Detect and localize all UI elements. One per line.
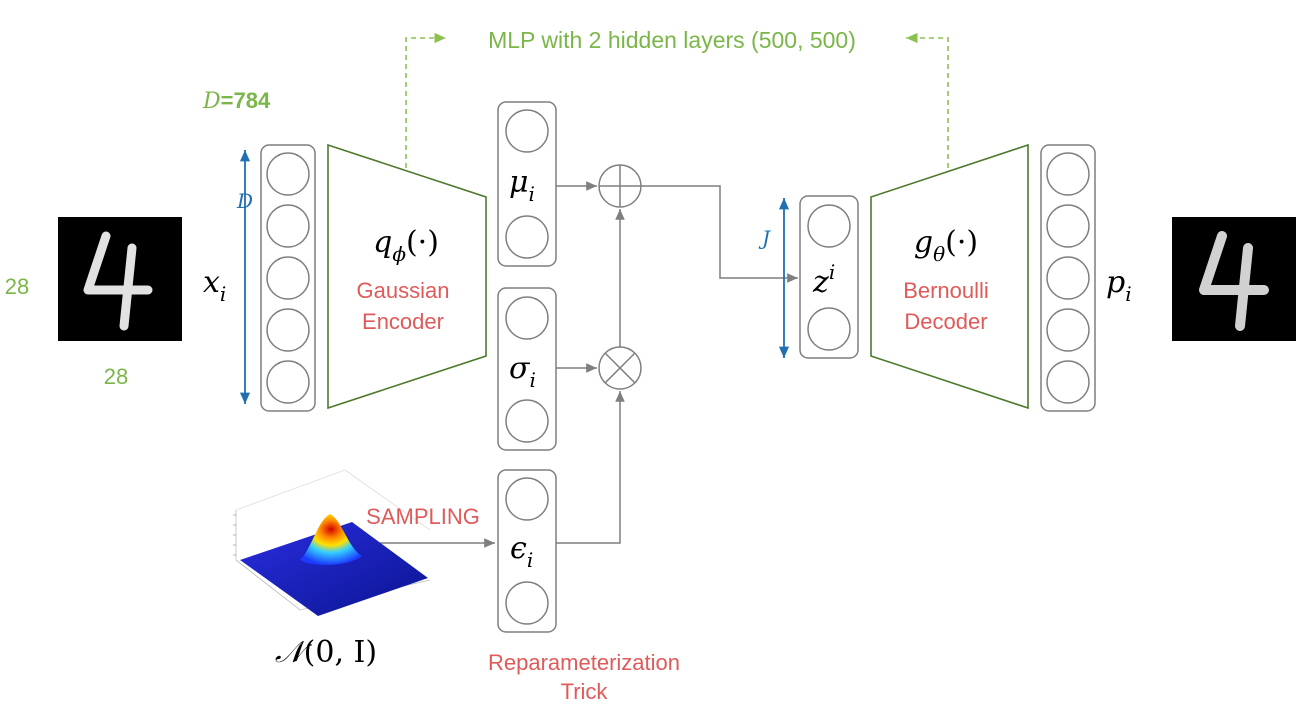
output-digit-image <box>1172 217 1296 341</box>
input-dimension-arrow-label: D <box>236 189 253 213</box>
decoder-trapezoid <box>870 143 1029 410</box>
dimension-symbol: D <box>202 89 221 114</box>
input-digit-image <box>58 217 182 341</box>
encoder-trapezoid <box>327 143 487 410</box>
prior-distribution: 𝒩(0, I) <box>275 635 377 670</box>
input-dimension-label: D=784 <box>202 88 271 114</box>
decoder-function: gθ(·) <box>914 225 978 266</box>
gaussian-surface-icon <box>233 469 431 616</box>
latent-dimension-label: J <box>758 226 771 250</box>
mlp-bracket <box>405 32 949 168</box>
trick-label-line1: Reparameterization <box>488 650 680 675</box>
input-variable: xi <box>203 265 226 306</box>
sampling-label: SAMPLING <box>366 504 480 529</box>
input-layer <box>260 144 316 412</box>
latent-variable: zi <box>812 260 835 300</box>
flow-arrows <box>380 181 798 548</box>
mlp-label: MLP with 2 hidden layers (500, 500) <box>488 27 856 53</box>
epsilon-variable: ϵi <box>510 531 533 572</box>
sigma-variable: σi <box>509 351 536 392</box>
plus-circle-icon <box>598 164 642 208</box>
add-to-latent-arrow <box>641 185 798 283</box>
sigma-layer <box>497 287 557 451</box>
times-circle-icon <box>598 346 642 390</box>
epsilon-to-mul-arrow <box>556 391 625 544</box>
decoder-name-line2: Decoder <box>904 309 987 334</box>
input-width-label: 28 <box>104 364 128 389</box>
mu-layer <box>497 101 557 267</box>
epsilon-layer <box>497 469 557 633</box>
encoder-name-line2: Encoder <box>362 309 444 334</box>
encoder-name-line1: Gaussian <box>357 278 450 303</box>
dimension-value: =784 <box>221 88 271 113</box>
output-layer <box>1040 144 1096 412</box>
mu-variable: μi <box>509 165 535 206</box>
decoder-name-line1: Bernoulli <box>903 278 989 303</box>
input-height-label: 28 <box>5 274 29 299</box>
latent-layer <box>799 195 859 359</box>
encoder-function: qϕ(·) <box>373 225 439 266</box>
output-variable: pi <box>1106 265 1132 306</box>
trick-label-line2: Trick <box>561 679 609 704</box>
